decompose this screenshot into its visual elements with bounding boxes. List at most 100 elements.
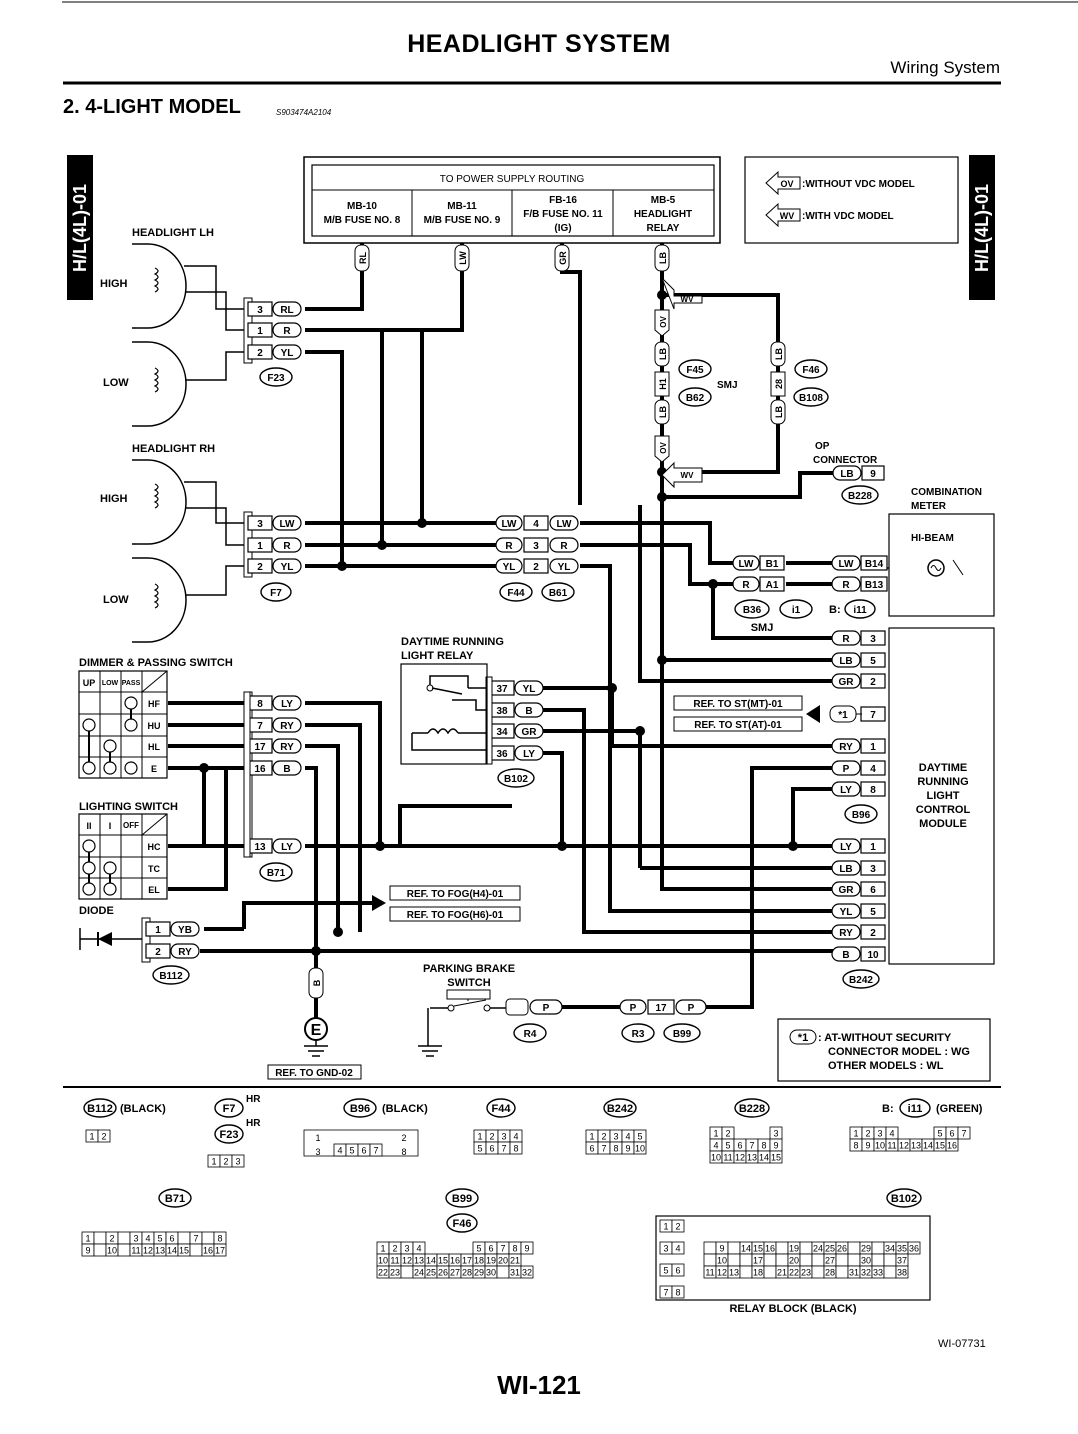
f23-view-pin: 3 <box>235 1157 240 1167</box>
b71-view-pin: 4 <box>145 1234 150 1244</box>
b99-view-pin: 18 <box>474 1256 484 1266</box>
relay-e-pin: 13 <box>729 1268 739 1278</box>
b228-view-pin: 15 <box>771 1153 781 1163</box>
svg-text:OV: OV <box>659 442 668 454</box>
i11-view-cell <box>945 1138 959 1152</box>
b228-view-pin: 6 <box>737 1141 742 1151</box>
i11-view-pin: 7 <box>961 1129 966 1139</box>
f44-right-wire-2: YL <box>558 562 571 573</box>
oval-i11: i11 <box>853 605 867 616</box>
b71-pin-0: 8 <box>257 699 263 710</box>
i11-pin-1: B13 <box>865 580 884 591</box>
section-code: S903474A2104 <box>276 108 332 117</box>
i11-view-pin: 14 <box>923 1141 933 1151</box>
b96-view-pin: 7 <box>373 1146 378 1156</box>
b36-wire-1: R <box>742 580 750 591</box>
drl-control-module: DAYTIME RUNNING LIGHT CONTROL MODULE <box>888 627 995 965</box>
b96-view-pin: 2 <box>401 1133 406 1143</box>
b99-view-pin: 2 <box>392 1244 397 1254</box>
f7-wire-2-frame <box>272 558 302 574</box>
b99-view-pin: 25 <box>426 1268 436 1278</box>
b71-pin-4: 13 <box>254 842 266 853</box>
b99-view-pin: 17 <box>462 1256 472 1266</box>
f7-pin-1-frame <box>247 537 273 553</box>
oval-b102: B102 <box>504 774 528 785</box>
b71-view-cell <box>177 1231 191 1245</box>
svg-text:LB: LB <box>658 252 668 264</box>
svg-text:MB-10: MB-10 <box>347 201 377 212</box>
r4-wire: P <box>543 1003 550 1014</box>
op-wire-frame <box>832 465 862 481</box>
r4-wire-frame <box>529 999 563 1015</box>
relay-e-cell <box>871 1253 885 1267</box>
f44-pin-0: 4 <box>533 519 539 530</box>
b96-wire-0: R <box>842 634 850 645</box>
f44-left-wire-1: R <box>505 541 513 552</box>
b99-view-pin: 27 <box>450 1268 460 1278</box>
svg-text:PARKING BRAKE: PARKING BRAKE <box>423 963 515 975</box>
oval-i1: i1 <box>792 605 801 616</box>
bottom-i11-label: i11 <box>908 1103 923 1115</box>
relay-e-pin: 16 <box>765 1244 775 1254</box>
ref-st-at: REF. TO ST(AT)-01 <box>694 720 782 731</box>
b71-view-pin: 3 <box>133 1234 138 1244</box>
b242-wire-3: YL <box>840 907 853 918</box>
f44-right-wire-1: R <box>560 541 568 552</box>
b99-view-pin: 9 <box>524 1244 529 1254</box>
relay-a-pin: 2 <box>675 1222 680 1232</box>
relay-e-pin: 22 <box>789 1268 799 1278</box>
lighting-switch: LIGHTING SWITCH II I OFF HC TC EL <box>78 801 178 900</box>
i11-view-pin: 12 <box>899 1141 909 1151</box>
b71-view-pin: 11 <box>131 1246 140 1256</box>
svg-text:LOW: LOW <box>103 594 129 606</box>
i11-wire-0: LW <box>839 559 855 570</box>
b36-wire-1-frame <box>732 576 760 592</box>
b71-wire-3-frame <box>272 760 302 776</box>
b71-view-pin: 16 <box>203 1246 213 1256</box>
smj-label: SMJ <box>751 622 774 634</box>
bottom-b112-label-frame <box>83 1098 117 1118</box>
headlight-rh: HEADLIGHT RH HIGH LOW <box>100 443 215 643</box>
i11-view-pin: 11 <box>887 1141 896 1151</box>
svg-text:M/B FUSE NO. 9: M/B FUSE NO. 9 <box>424 215 501 226</box>
f7-pin-2-frame <box>247 558 273 574</box>
b71-wire-4: LY <box>281 842 293 853</box>
b99-view-pin: 6 <box>488 1244 493 1254</box>
ref-st-mt: REF. TO ST(MT)-01 <box>693 699 783 710</box>
vdc-legend: OV :WITHOUT VDC MODEL WV :WITH VDC MODEL <box>744 156 959 244</box>
b36-pin-0-frame <box>759 555 785 571</box>
b228-view-pin: 7 <box>749 1141 754 1151</box>
bottom-b71-label-frame <box>158 1188 192 1208</box>
b96-pin-5: 4 <box>870 764 876 775</box>
b96-pin-6-frame <box>860 781 886 797</box>
bottom-b99-label-frame <box>445 1188 479 1208</box>
b96-view-pin: 1 <box>315 1133 320 1143</box>
svg-text:RELAY: RELAY <box>647 223 680 234</box>
f23-wire-1: R <box>283 326 291 337</box>
oval-b96-frame <box>844 804 878 824</box>
relay-e-cell <box>907 1241 921 1255</box>
b99-view-pin: 30 <box>486 1268 496 1278</box>
b99-view-pin: 4 <box>416 1244 421 1254</box>
b112-pin-1-frame <box>145 943 171 959</box>
b71-pin-2: 17 <box>254 742 266 753</box>
power-supply-box: TO POWER SUPPLY ROUTING MB-10 M/B FUSE N… <box>303 156 721 244</box>
relay-e-cell <box>703 1253 717 1267</box>
f23-pin-0-frame <box>247 301 273 317</box>
f44-view-pin: 2 <box>489 1132 494 1142</box>
svg-text:LB: LB <box>658 348 668 360</box>
f23-pin-0: 3 <box>257 305 263 316</box>
b102-pin-0: 37 <box>496 684 508 695</box>
b102-wire-3-frame <box>514 745 544 761</box>
b112-wire-0: YB <box>178 925 192 936</box>
b99-view-pin: 1 <box>380 1244 385 1254</box>
b96-wire-1: LB <box>839 656 852 667</box>
f44-pin-0-frame <box>523 515 549 531</box>
bottom-f7-label-frame <box>214 1098 244 1118</box>
f44-pin-2: 2 <box>533 562 539 573</box>
relay-c-pin: 5 <box>663 1266 668 1276</box>
i11-view-pin: 2 <box>865 1129 870 1139</box>
vdc-arrows: WV OV OV WV <box>654 277 703 489</box>
b99-view-pin: 7 <box>500 1244 505 1254</box>
b36-pin-1-frame <box>759 576 785 592</box>
